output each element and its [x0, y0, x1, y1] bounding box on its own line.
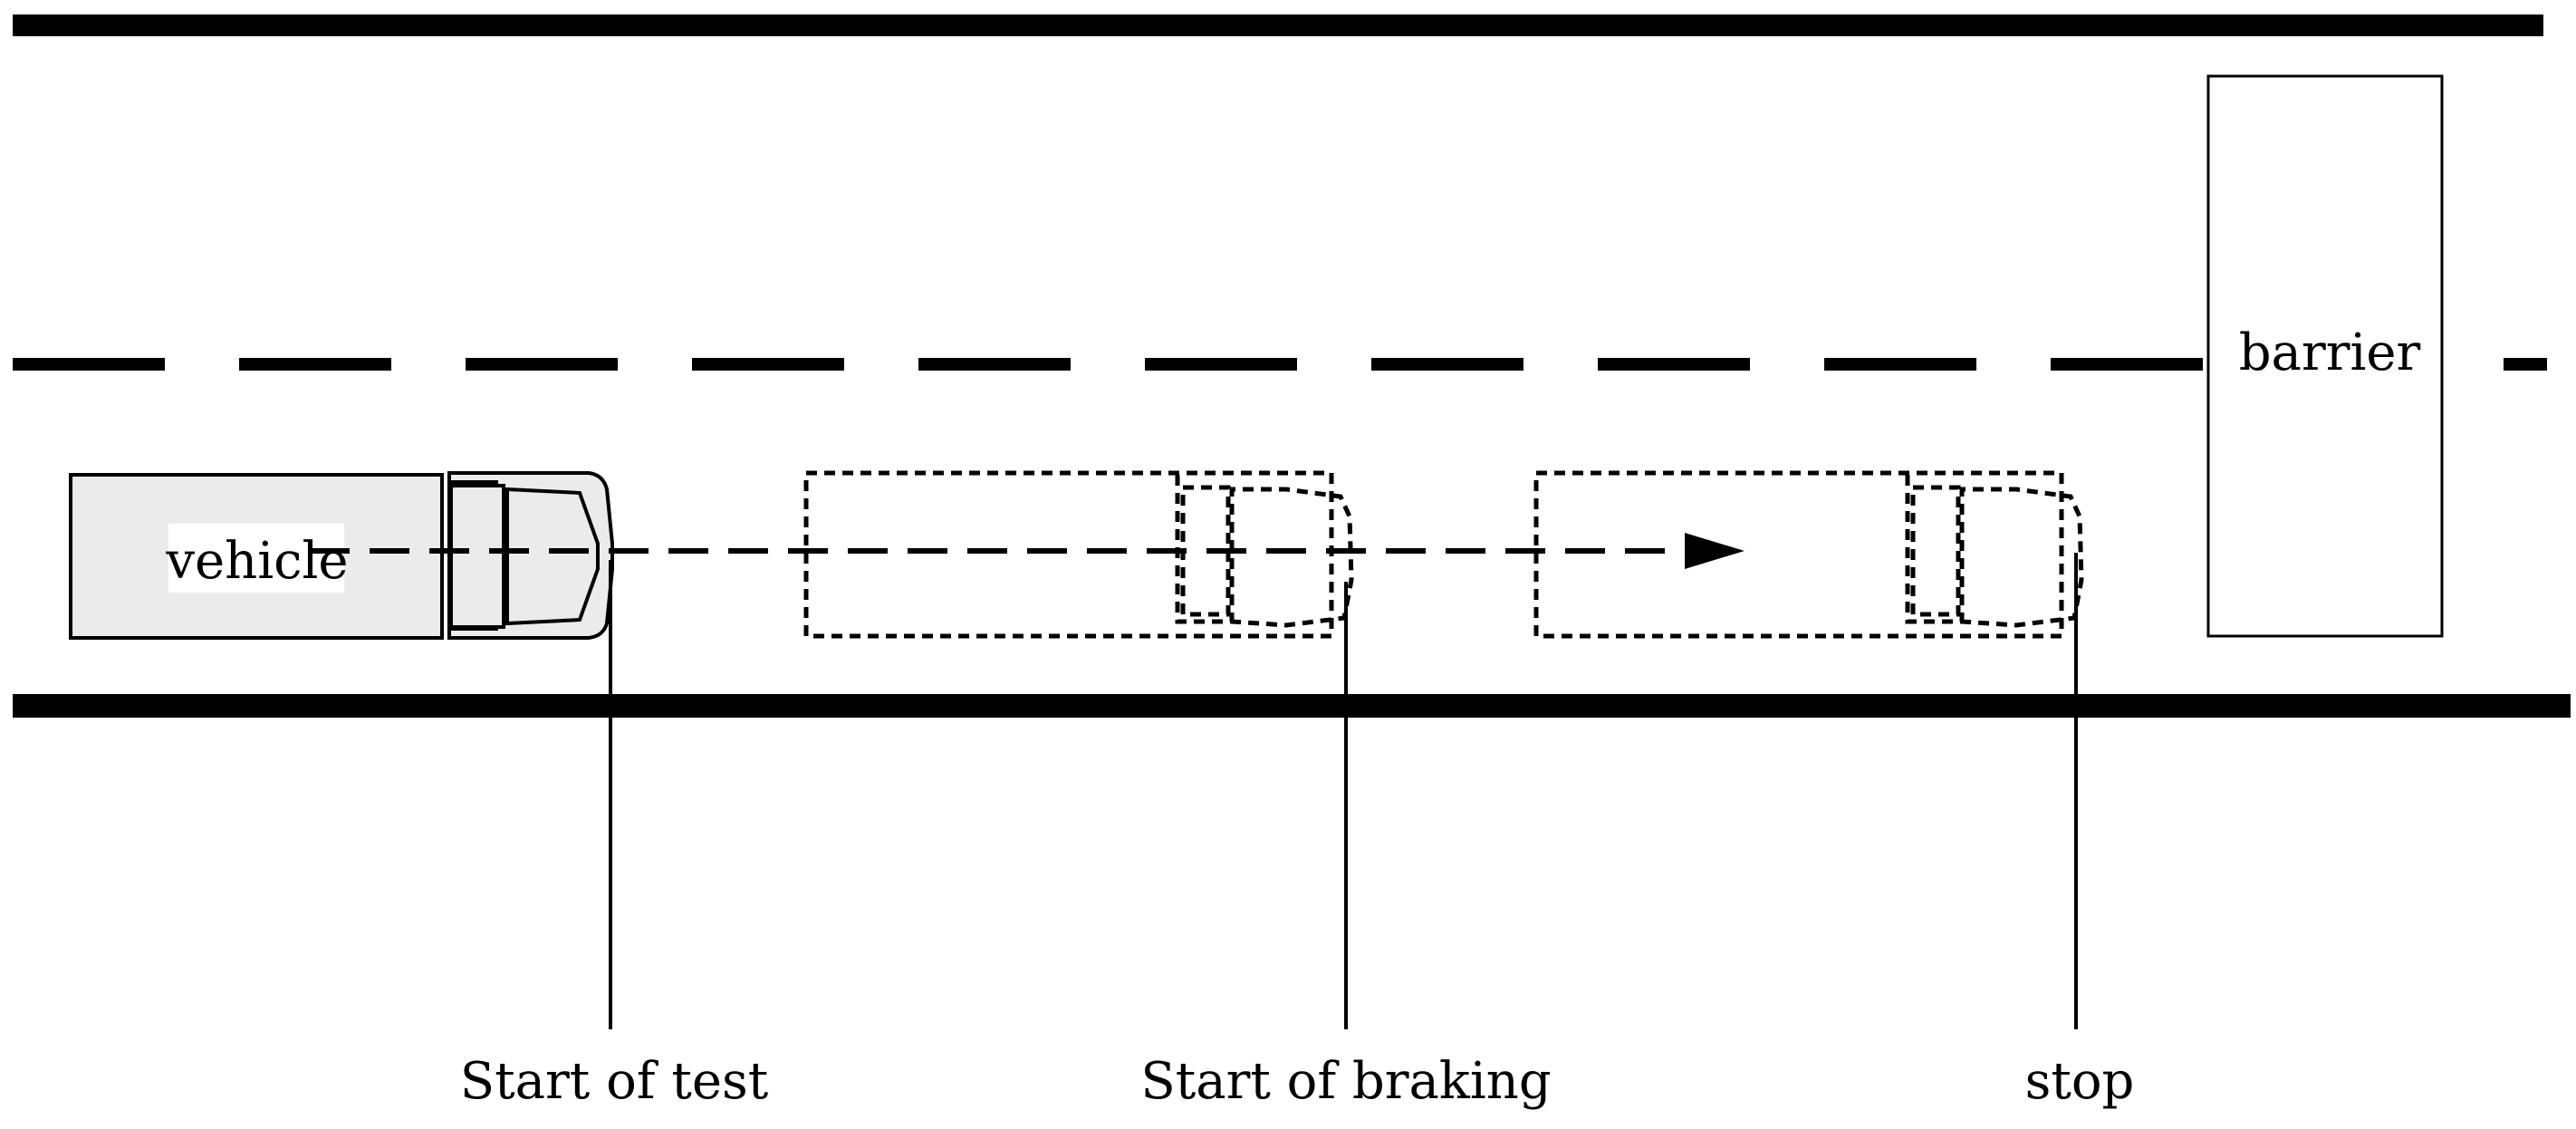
barrier-label: barrier	[2239, 323, 2421, 382]
vehicle-label: vehicle	[165, 532, 348, 591]
vehicle-stop-ghost	[1533, 470, 2084, 639]
stop-trailer	[1533, 470, 2064, 639]
braking-cab	[1175, 475, 1354, 628]
barrier: barrier	[2206, 74, 2444, 638]
start-of-test-label: Start of test	[460, 1052, 769, 1111]
vehicle-solid: vehicle	[69, 471, 614, 640]
stop-label: stop	[2025, 1052, 2135, 1111]
arrowhead-icon	[1685, 533, 1745, 569]
vehicle-braking-ghost	[803, 470, 1354, 639]
stop-cab	[1905, 475, 2084, 628]
barrier-label-bg	[2225, 317, 2429, 395]
vehicle-cab	[447, 471, 614, 640]
vehicle-label-bg	[168, 524, 344, 593]
start-of-braking-label: Start of braking	[1140, 1052, 1551, 1111]
direction-arrow	[310, 533, 1745, 569]
road-top-edge	[13, 14, 2543, 36]
stop-cab-window	[1910, 485, 1961, 617]
braking-trailer	[803, 470, 1334, 639]
road-bottom-edge	[13, 694, 2571, 718]
